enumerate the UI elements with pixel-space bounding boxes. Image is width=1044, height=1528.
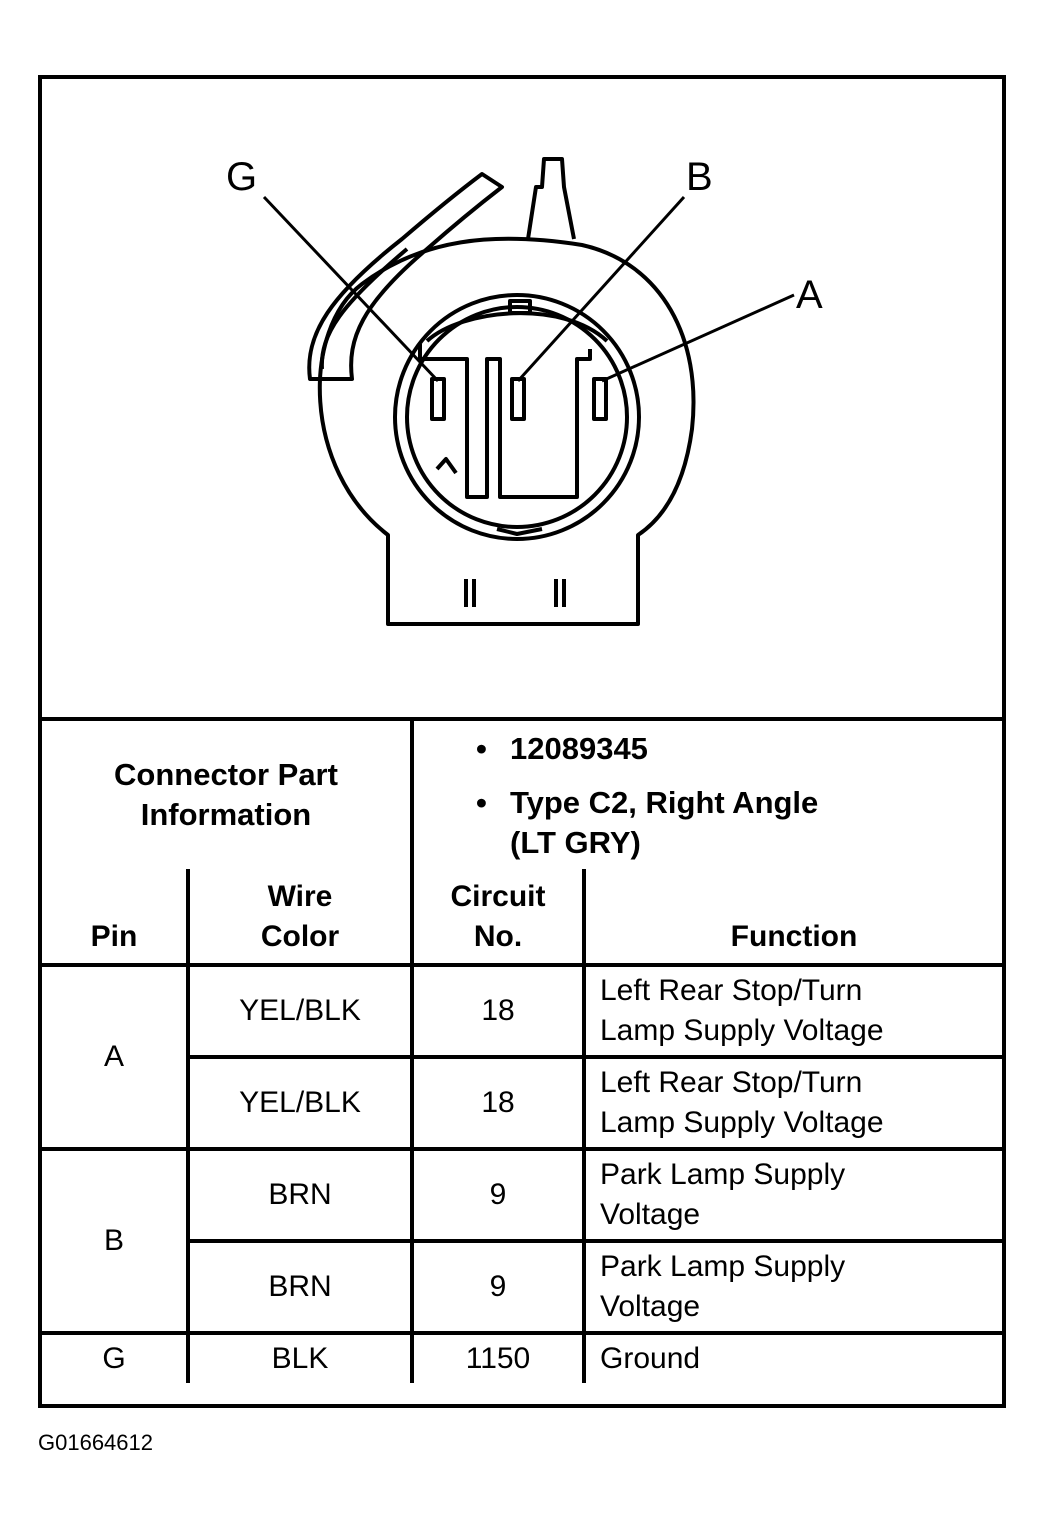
terminal-insert: [418, 344, 592, 499]
callout-label-b: B: [686, 155, 713, 199]
wire-color-cell: BLK: [186, 1331, 414, 1383]
wire-color-cell: BRN: [186, 1239, 414, 1335]
circuit-cell: 9: [410, 1239, 586, 1335]
leader-line-b: [516, 195, 686, 383]
inner-cavity-ring: [393, 293, 641, 541]
inner-cavity-ring-2: [405, 305, 629, 529]
circuit-cell: 18: [410, 1055, 586, 1151]
wire-color-cell: YEL/BLK: [186, 963, 414, 1059]
pin-slot-a: [592, 377, 608, 421]
lower-detent: [435, 457, 458, 475]
header-function: Function: [582, 869, 1002, 967]
table-row: G BLK 1150 Ground: [42, 1331, 1002, 1383]
diagram-frame: G B A Connector Part Information • 12089…: [38, 75, 1006, 1408]
circuit-cell: 1150: [410, 1331, 586, 1383]
latch-arm-inner: [319, 247, 409, 370]
bullet-glyph: •: [476, 785, 487, 820]
pin-cell: A: [42, 963, 190, 1151]
key-notch: [508, 299, 532, 315]
header-pin: Pin: [42, 869, 190, 967]
info-label-line2: Information: [140, 797, 312, 832]
connector-part-info: Connector Part Information • 12089345 • …: [42, 717, 1002, 869]
circuit-cell: 9: [410, 1147, 586, 1243]
leader-line-a: [601, 293, 795, 383]
wire-color-cell: YEL/BLK: [186, 1055, 414, 1151]
bullet-glyph: •: [476, 731, 487, 766]
pin-slot-g: [430, 377, 446, 421]
wire-color-cell: BRN: [186, 1147, 414, 1243]
pin-cell: B: [42, 1147, 190, 1335]
info-label-line1: Connector Part: [114, 757, 338, 792]
connector-part-info-values: • 12089345 • Type C2, Right Angle (LT GR…: [414, 721, 1002, 869]
bottom-notch: [496, 527, 543, 536]
circuit-cell: 18: [410, 963, 586, 1059]
connector-part-info-label: Connector Part Information: [42, 721, 414, 869]
connector-color: (LT GRY): [510, 825, 641, 860]
callout-label-a: A: [796, 273, 823, 317]
connector-type: Type C2, Right Angle: [510, 785, 819, 820]
callout-label-g: G: [226, 155, 258, 199]
figure-id: G01664612: [38, 1430, 153, 1455]
connector-face-drawing: G B A: [42, 79, 1002, 717]
leader-line-g: [262, 195, 440, 383]
connector-face-svg: [262, 157, 795, 626]
pin-slot-b: [510, 377, 526, 421]
part-number: 12089345: [510, 731, 648, 766]
pin-cell: G: [42, 1331, 190, 1383]
function-cell: Ground: [582, 1331, 1002, 1383]
top-key-tab: [526, 157, 576, 240]
